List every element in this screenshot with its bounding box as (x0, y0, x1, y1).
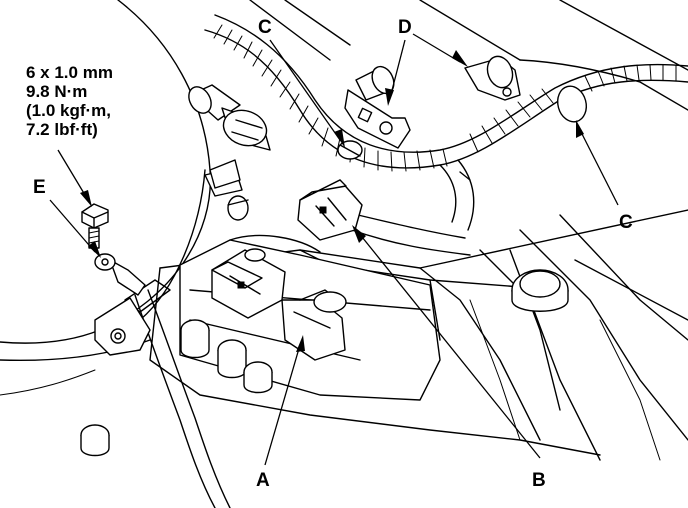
callout-a: A (256, 470, 270, 491)
callout-c-right: C (619, 212, 633, 233)
ground-bolt (81, 203, 109, 249)
branch-harness (351, 159, 475, 256)
engine-outline (0, 0, 688, 396)
engine-mount-left (209, 159, 241, 189)
main-harness (204, 14, 688, 172)
bracket-d-left (344, 65, 411, 149)
torque-spec-line1: 6 x 1.0 mm (26, 63, 113, 82)
callout-d: D (398, 17, 412, 38)
connector-a (211, 248, 347, 361)
connector-b (297, 179, 363, 241)
torque-spec-line2: 9.8 N·m (26, 82, 87, 101)
bracket-d-right (464, 55, 521, 101)
callout-b: B (532, 470, 546, 491)
lower-cylinders (80, 319, 273, 457)
torque-spec-line4: 7.2 lbf·ft) (26, 120, 98, 139)
callout-leaders (49, 33, 619, 466)
clamp-c-top (337, 140, 363, 160)
ground-bracket (94, 297, 151, 356)
clamp-c-right (556, 85, 588, 123)
torque-spec-line3: (1.0 kgf·m, (26, 101, 111, 120)
torque-spec-label: 6 x 1.0 mm 9.8 N·m (1.0 kgf·m, 7.2 lbf·f… (26, 63, 113, 139)
callout-c-top: C (258, 17, 272, 38)
ground-terminal-e (94, 253, 116, 271)
callout-e: E (33, 177, 46, 198)
upper-left-hose (188, 84, 271, 151)
engine-boss (511, 269, 569, 312)
